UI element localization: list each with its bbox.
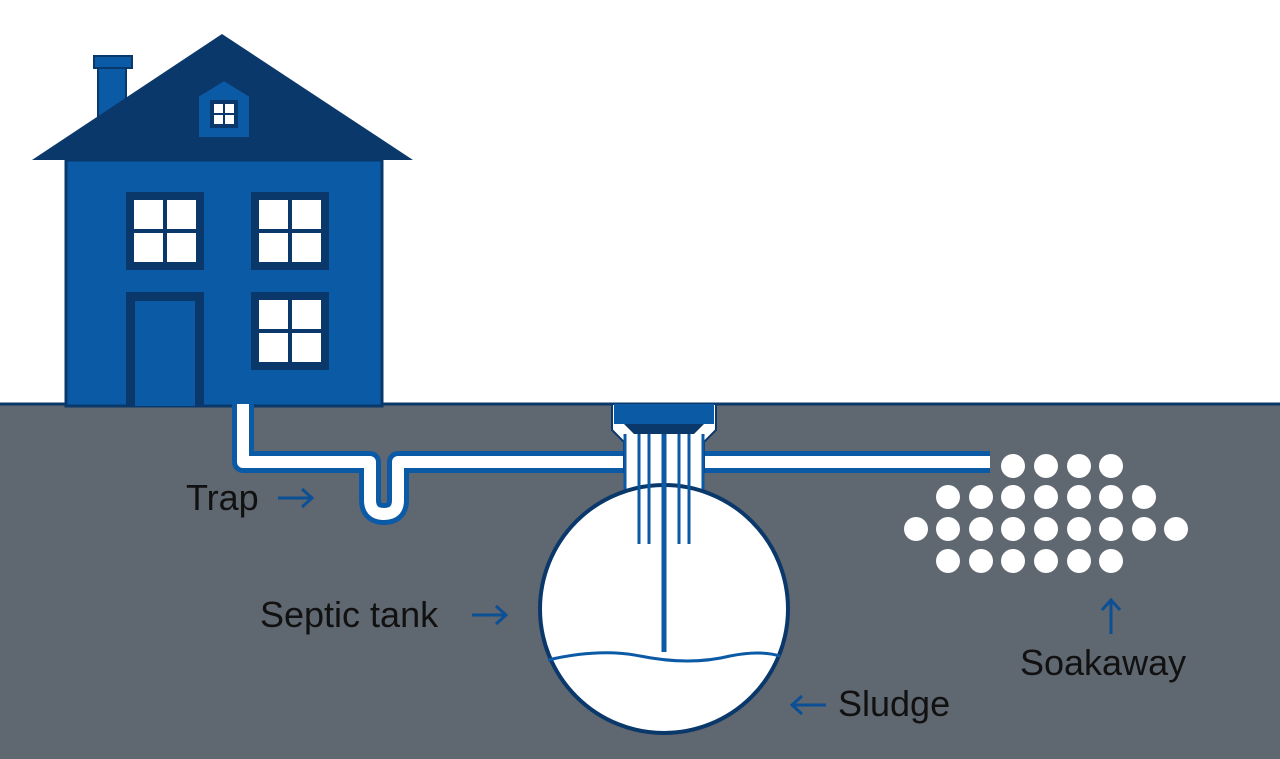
soakaway-label: Soakaway (1020, 642, 1186, 683)
left-arrow-icon (789, 694, 826, 716)
house (32, 34, 413, 408)
dormer-window (210, 100, 238, 128)
inlet-pipe (237, 404, 632, 520)
manhole-cover (614, 404, 714, 424)
trap-label: Trap (186, 477, 259, 518)
septic-tank-label: Septic tank (260, 594, 439, 635)
house-wall (64, 158, 384, 408)
chimney-cap (93, 55, 133, 69)
right-arrow-icon (278, 487, 315, 509)
sludge-label: Sludge (838, 683, 950, 724)
right-arrow-icon (472, 604, 509, 626)
up-arrow-icon (1100, 597, 1122, 634)
window-lower-right (251, 292, 329, 370)
soakaway-gravel (904, 454, 1188, 573)
sludge-line (547, 651, 781, 663)
window-upper-right (251, 192, 329, 270)
front-door (126, 292, 204, 406)
manhole-cover-bevel (624, 424, 704, 434)
window-upper-left (126, 192, 204, 270)
outlet-pipe (690, 456, 990, 468)
baffle-pipes (637, 434, 691, 544)
